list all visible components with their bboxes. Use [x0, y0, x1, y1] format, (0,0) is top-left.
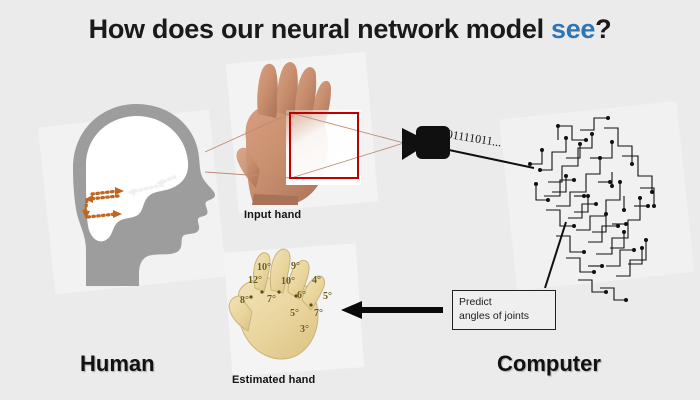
input-hand-caption: Input hand: [244, 209, 302, 221]
circuit-brain-icon: [528, 116, 656, 302]
angle-label: 7°: [314, 308, 323, 319]
angle-label: 3°: [300, 324, 309, 335]
angle-label: 5°: [290, 308, 299, 319]
angle-label: 9°: [291, 261, 300, 272]
angle-label: 5°: [323, 291, 332, 302]
camera-frustum-lines: [204, 112, 405, 179]
title-highlight: see: [551, 14, 596, 44]
page-title: How does our neural network model see?: [0, 14, 700, 45]
camera-icon: [402, 126, 450, 160]
predict-line-1: Predict: [459, 296, 492, 308]
angle-label: 10°: [257, 262, 271, 273]
human-label: Human: [80, 351, 155, 376]
left-arrow-icon: [341, 301, 443, 319]
angle-label: 10°: [281, 276, 295, 287]
estimated-hand-caption: Estimated hand: [232, 374, 316, 386]
title-part3: ?: [595, 14, 612, 44]
human-head-icon: [73, 104, 215, 286]
predict-box: Predict angles of joints: [452, 290, 556, 330]
angle-label: 8°: [240, 295, 249, 306]
hand-photo-svg: [236, 62, 361, 205]
data-wire: [448, 149, 535, 169]
computer-label: Computer: [497, 351, 601, 376]
estimated-hand-icon: [228, 248, 325, 360]
predict-line-2: angles of joints: [459, 310, 530, 322]
brain-to-predict-wire: [544, 221, 567, 289]
angle-label: 6°: [297, 290, 306, 301]
title-part1: How does our neural network model: [88, 14, 551, 44]
hand-photo-image: [236, 62, 361, 205]
crop-box: [289, 112, 359, 179]
angle-label: 4°: [312, 275, 321, 286]
brain-signal-arrows: [82, 175, 177, 219]
angle-label: 12°: [248, 275, 262, 286]
angle-label: 7°: [267, 294, 276, 305]
